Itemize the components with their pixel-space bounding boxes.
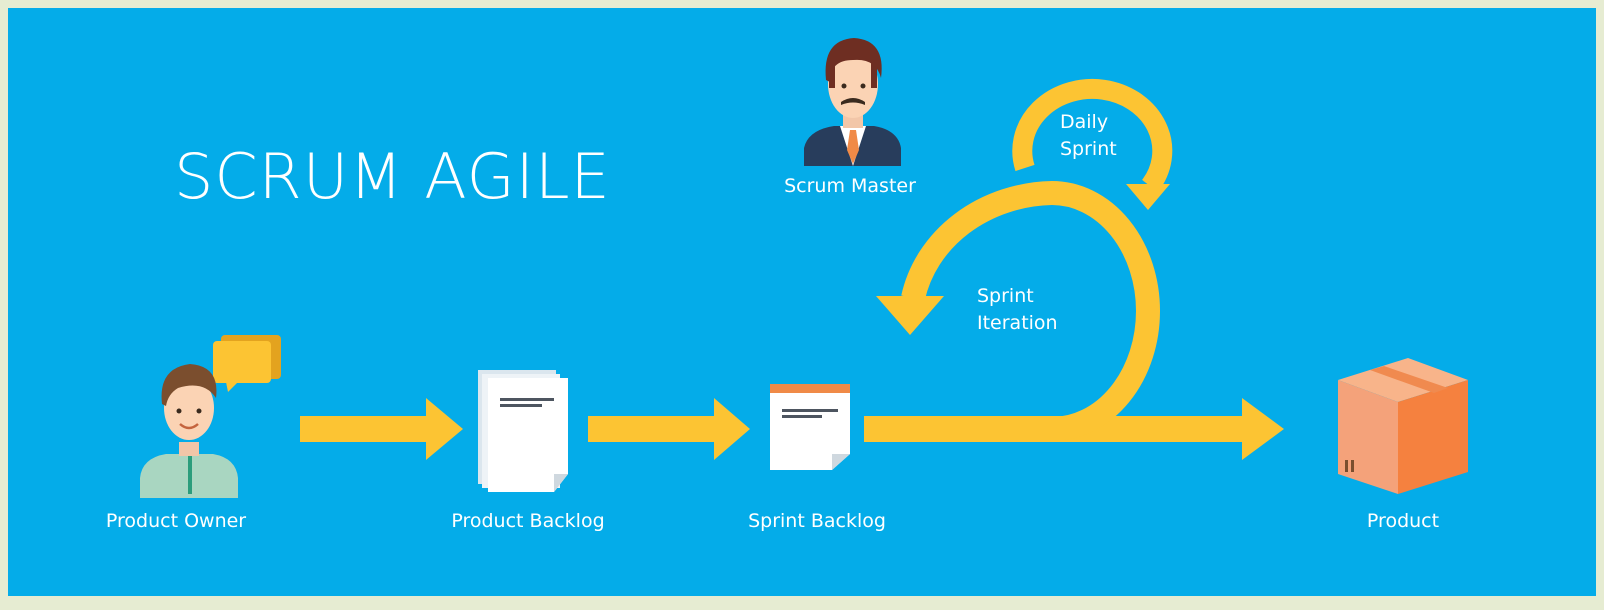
sprint-iteration-loop bbox=[901, 180, 1160, 441]
sprint-backlog-label: Sprint Backlog bbox=[748, 510, 886, 532]
product-backlog-label: Product Backlog bbox=[451, 510, 605, 532]
product-label: Product bbox=[1366, 510, 1440, 532]
daily-sprint-arrowhead bbox=[1126, 184, 1170, 210]
scrum-agile-diagram: SCRUM AGILE Product Owner Product Backlo… bbox=[8, 8, 1596, 596]
daily-sprint-label: Daily Sprint bbox=[1060, 109, 1117, 163]
daily-sprint-line-1: Daily bbox=[1060, 111, 1109, 133]
sprint-iteration-arrowhead bbox=[876, 296, 944, 335]
sprint-iteration-line-2: Iteration bbox=[977, 312, 1058, 334]
sprint-iteration-label: Sprint Iteration bbox=[977, 283, 1058, 337]
product-box-icon bbox=[1338, 358, 1468, 494]
scrum-master-icon bbox=[804, 38, 901, 166]
diagram-graphics bbox=[140, 38, 1468, 498]
scrum-master-label: Scrum Master bbox=[784, 175, 916, 197]
arrow-owner-to-backlog bbox=[300, 398, 463, 460]
daily-sprint-loop bbox=[1012, 78, 1173, 193]
product-backlog-icon bbox=[478, 370, 568, 492]
sprint-backlog-icon bbox=[770, 384, 850, 470]
sprint-iteration-line-1: Sprint bbox=[977, 285, 1034, 307]
product-owner-icon bbox=[140, 335, 281, 498]
product-owner-label: Product Owner bbox=[105, 510, 247, 532]
daily-sprint-line-2: Sprint bbox=[1060, 138, 1117, 160]
arrow-backlog-to-sprint-backlog bbox=[588, 398, 750, 460]
diagram-title: SCRUM AGILE bbox=[174, 140, 611, 213]
